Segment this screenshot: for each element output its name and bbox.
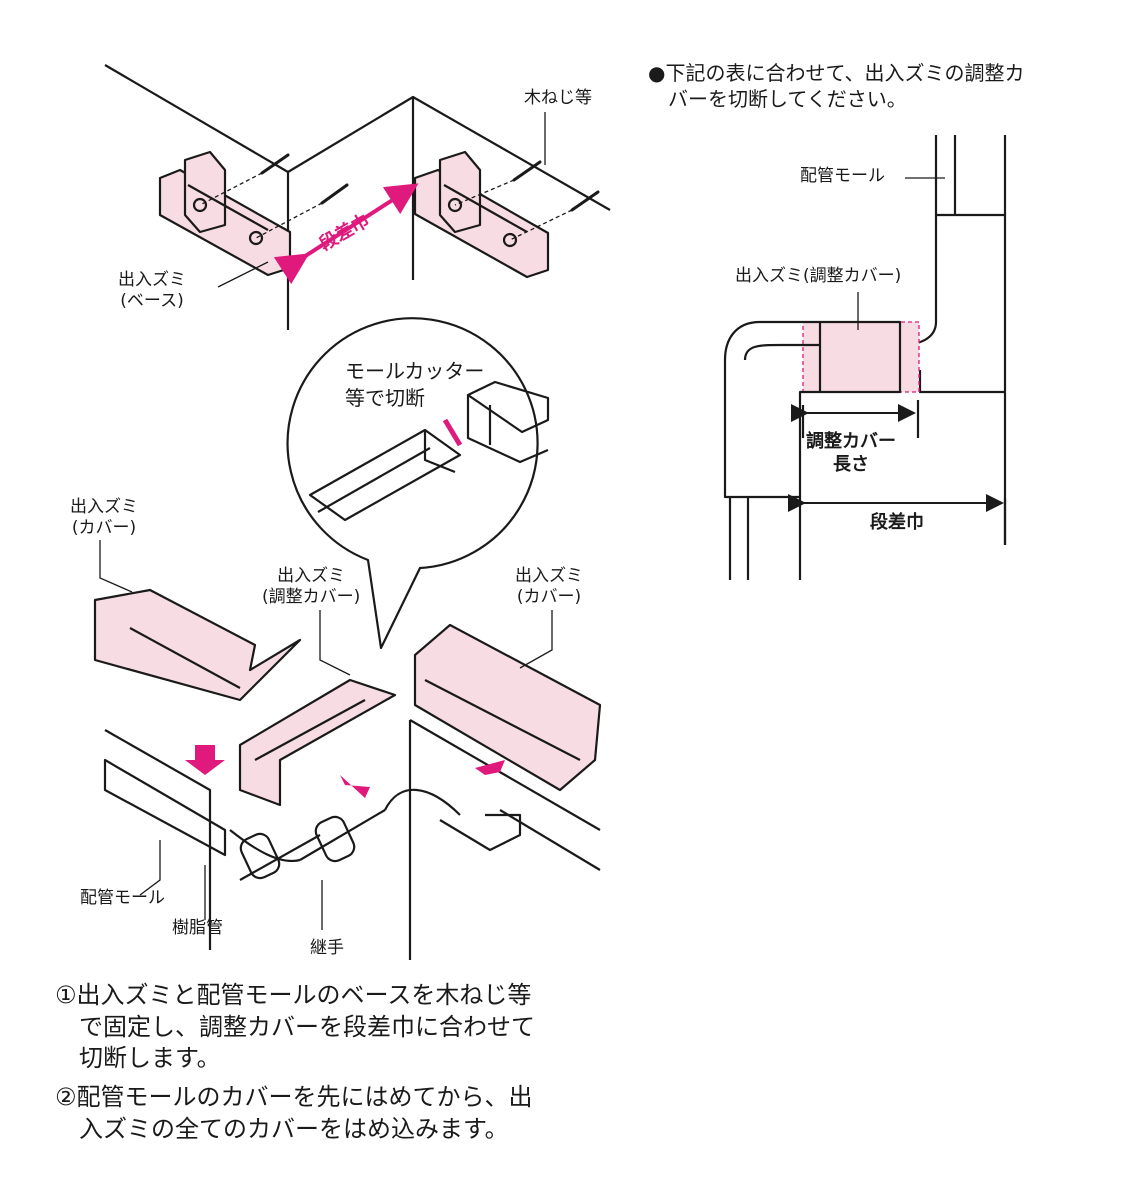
right-panel-note: ●下記の表に合わせて、出入ズミの調整カ バーを切断してください。 (648, 61, 1025, 111)
base-label: 出入ズミ (ベース) (118, 270, 186, 312)
adjust-cover-label: 出入ズミ (調整カバー) (262, 566, 361, 608)
pipe-mall-label: 配管モール (80, 888, 165, 908)
cover-left-label: 出入ズミ (カバー) (70, 497, 138, 539)
step-width-diagram (723, 135, 1007, 580)
right-step-width-label: 段差巾 (870, 512, 924, 533)
cover-right-label: 出入ズミ (カバー) (515, 566, 583, 608)
screw-label: 木ねじ等 (524, 88, 592, 108)
resin-pipe-label: 樹脂管 (172, 918, 223, 938)
leader-lines-right (857, 177, 945, 330)
right-pipe-mall-label: 配管モール (800, 166, 885, 186)
cover-assembly-illustration (93, 588, 602, 960)
step-2-text: ②配管モールのカバーを先にはめてから、出 入ズミの全てのカバーをはめ込みます。 (55, 1083, 533, 1143)
base-install-illustration (104, 64, 611, 330)
insert-arrows (185, 745, 505, 798)
cut-callout (286, 317, 550, 650)
step-width-arrow (273, 183, 419, 285)
joint-label: 継手 (310, 938, 344, 958)
cut-callout-label: モールカッター 等で切断 (345, 359, 485, 410)
leader-lines-top (217, 112, 546, 288)
right-adjust-cover-label: 出入ズミ(調整カバー) (735, 266, 902, 286)
step-1-text: ①出入ズミと配管モールのベースを木ねじ等 で固定し、調整カバーを段差巾に合わせて… (55, 981, 535, 1073)
dimension-arrows (788, 404, 1004, 512)
adjust-length-label: 調整カバー 長さ (806, 431, 896, 476)
leader-lines-bottom (99, 540, 553, 930)
